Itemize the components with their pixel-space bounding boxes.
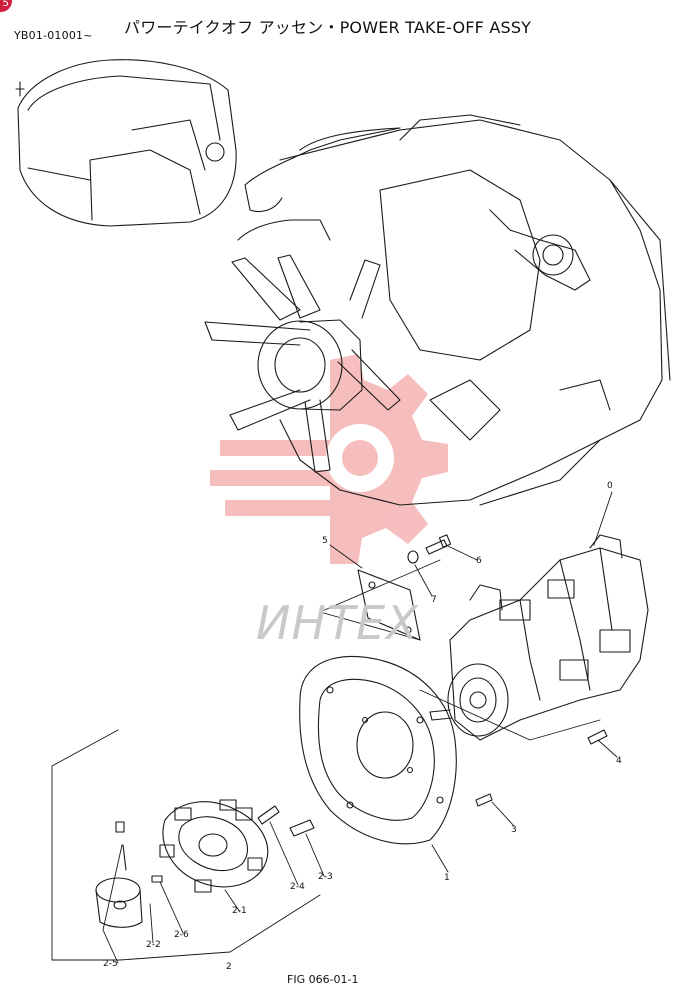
hub-2-2-drawing bbox=[95, 821, 143, 928]
coupling-2-1-drawing bbox=[159, 799, 269, 893]
callout-2-5: 2-5 bbox=[103, 959, 118, 969]
bolt-4-drawing bbox=[587, 729, 608, 745]
callout-6: 6 bbox=[476, 556, 482, 566]
washer-7-drawing bbox=[407, 550, 419, 564]
pin-2-3-drawing bbox=[289, 819, 315, 837]
bolt-3-drawing bbox=[475, 793, 493, 807]
leader-lines bbox=[51, 491, 618, 964]
set-screw-2-6-drawing bbox=[151, 875, 163, 883]
callout-2: 2 bbox=[226, 962, 232, 972]
engine-cover-drawing bbox=[15, 59, 237, 227]
watermark-text: ИНТЕХ bbox=[256, 596, 419, 650]
callout-2-1: 2-1 bbox=[232, 906, 247, 916]
callout-3: 3 bbox=[511, 825, 517, 835]
callout-2-2: 2-2 bbox=[146, 940, 161, 950]
bolt-2-4-drawing bbox=[257, 805, 280, 825]
figure-caption: FIG 066-01-1 bbox=[287, 973, 359, 986]
watermark-gear-logo bbox=[210, 354, 448, 564]
callout-1: 1 bbox=[444, 873, 450, 883]
drawing-code: YB01-01001~ bbox=[14, 29, 93, 42]
callout-5: 5 bbox=[322, 536, 328, 546]
callout-2-4: 2-4 bbox=[290, 882, 305, 892]
hydraulic-pump-drawing bbox=[429, 534, 649, 741]
engine-block-drawing bbox=[237, 114, 671, 506]
callout-4: 4 bbox=[616, 756, 622, 766]
callout-2-6: 2-6 bbox=[174, 930, 189, 940]
fan-drawing bbox=[204, 254, 401, 473]
bolt-6-drawing bbox=[425, 534, 452, 555]
callout-2-3: 2-3 bbox=[318, 872, 333, 882]
page-title: パワーテイクオフ アッセン・POWER TAKE-OFF ASSY bbox=[124, 18, 532, 37]
callout-7: 7 bbox=[431, 595, 437, 605]
callout-0: 0 bbox=[607, 481, 613, 491]
flywheel-housing-drawing bbox=[299, 655, 457, 845]
